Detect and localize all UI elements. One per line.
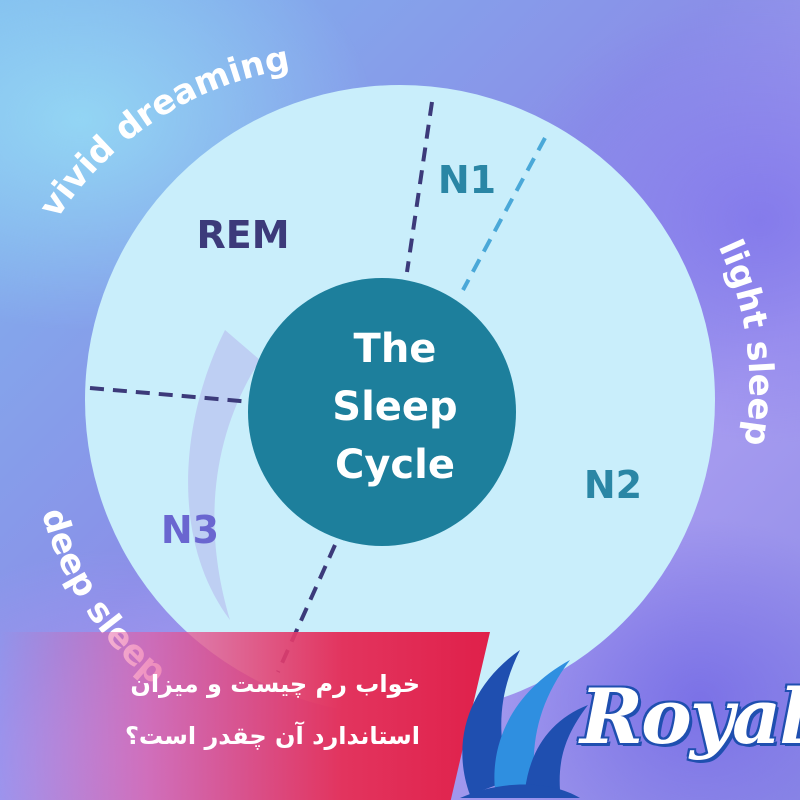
center-line-3: Cycle <box>335 442 455 488</box>
ring-label-light-sleep: light sleep <box>710 234 780 449</box>
segment-label-n3: N3 <box>161 508 219 552</box>
watermark-feather <box>188 330 260 620</box>
center-circle <box>248 278 516 546</box>
brand-name: Royal <box>580 672 800 761</box>
segment-label-n2: N2 <box>584 463 642 507</box>
center-line-2: Sleep <box>332 384 457 430</box>
royal-feather-logo-icon <box>460 650 588 798</box>
segment-label-rem: REM <box>196 213 289 257</box>
center-line-1: The <box>354 326 437 372</box>
title-banner <box>0 632 490 800</box>
banner-title-line-1: خواب رم چیست و میزان <box>130 670 420 698</box>
divider-rem-n1 <box>405 101 434 273</box>
divider-rem-n3 <box>89 386 253 404</box>
banner-title-line-2: استاندارد آن چقدر است؟ <box>124 722 420 750</box>
divider-n1-n2 <box>461 137 547 291</box>
segment-label-n1: N1 <box>438 158 496 202</box>
